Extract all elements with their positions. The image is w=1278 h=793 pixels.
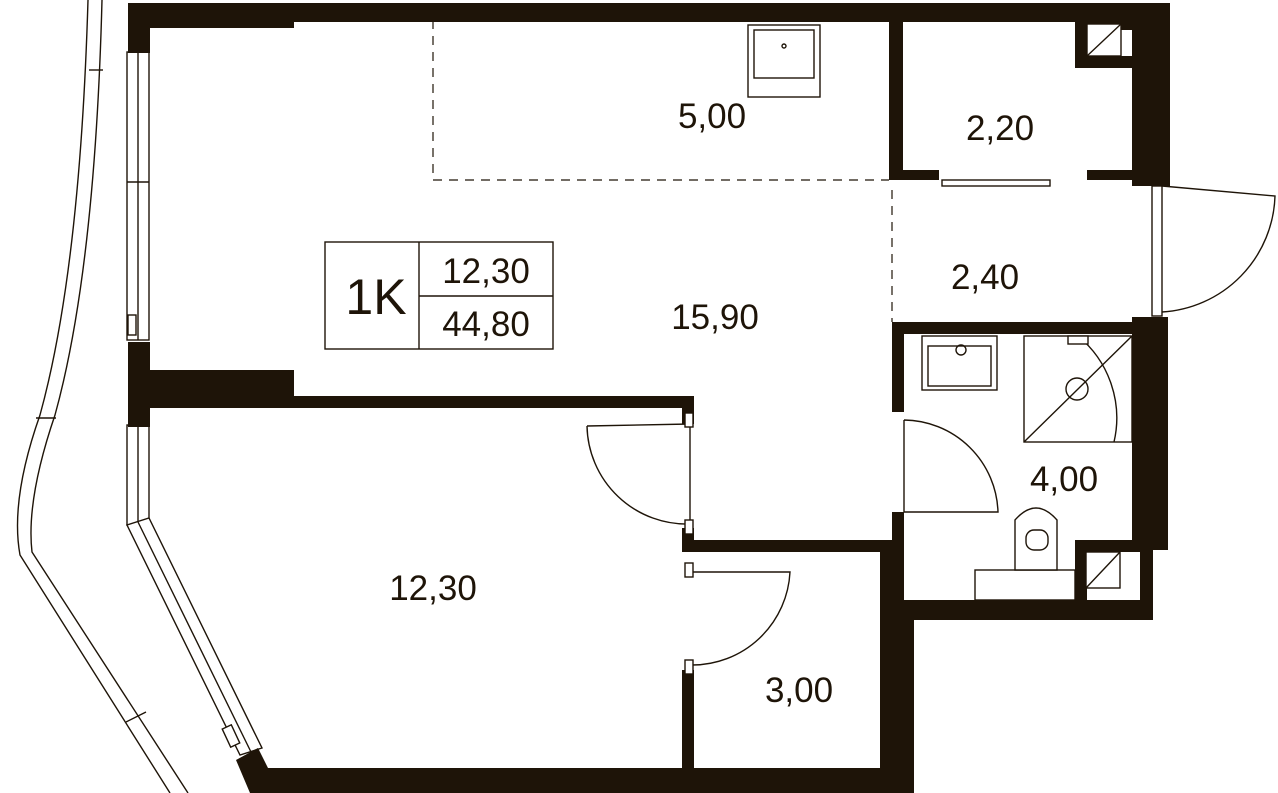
- apartment-type: 1K: [345, 269, 406, 325]
- zone-boundaries: [432, 20, 893, 322]
- walls: [128, 3, 1170, 793]
- room-area-storage: 2,20: [966, 109, 1034, 148]
- room-labels: 5,00 2,20 2,40 15,90 4,00 12,30 3,00: [389, 97, 1098, 710]
- living-area-value: 12,30: [442, 252, 530, 291]
- total-area-value: 44,80: [442, 305, 530, 344]
- washbasin: [921, 335, 998, 391]
- room-area-bathroom: 4,00: [1030, 460, 1098, 499]
- room-area-living: 15,90: [671, 298, 759, 337]
- shower-cabin: [1023, 335, 1133, 443]
- apartment-badge: 1K 12,30 44,80: [324, 241, 554, 350]
- room-area-hall: 2,40: [951, 258, 1019, 297]
- fixtures: [747, 23, 1133, 601]
- room-area-bedroom: 12,30: [389, 569, 477, 608]
- kitchen-sink: [747, 24, 821, 98]
- top-riser: [1086, 23, 1122, 57]
- bottom-riser: [1085, 551, 1121, 589]
- exterior-facade-lines: [16, 0, 189, 793]
- doors: [586, 179, 1276, 675]
- toilet: [974, 507, 1076, 601]
- room-area-kitchen: 5,00: [678, 97, 746, 136]
- room-area-wardrobe: 3,00: [765, 671, 833, 710]
- left-windows: [126, 51, 263, 756]
